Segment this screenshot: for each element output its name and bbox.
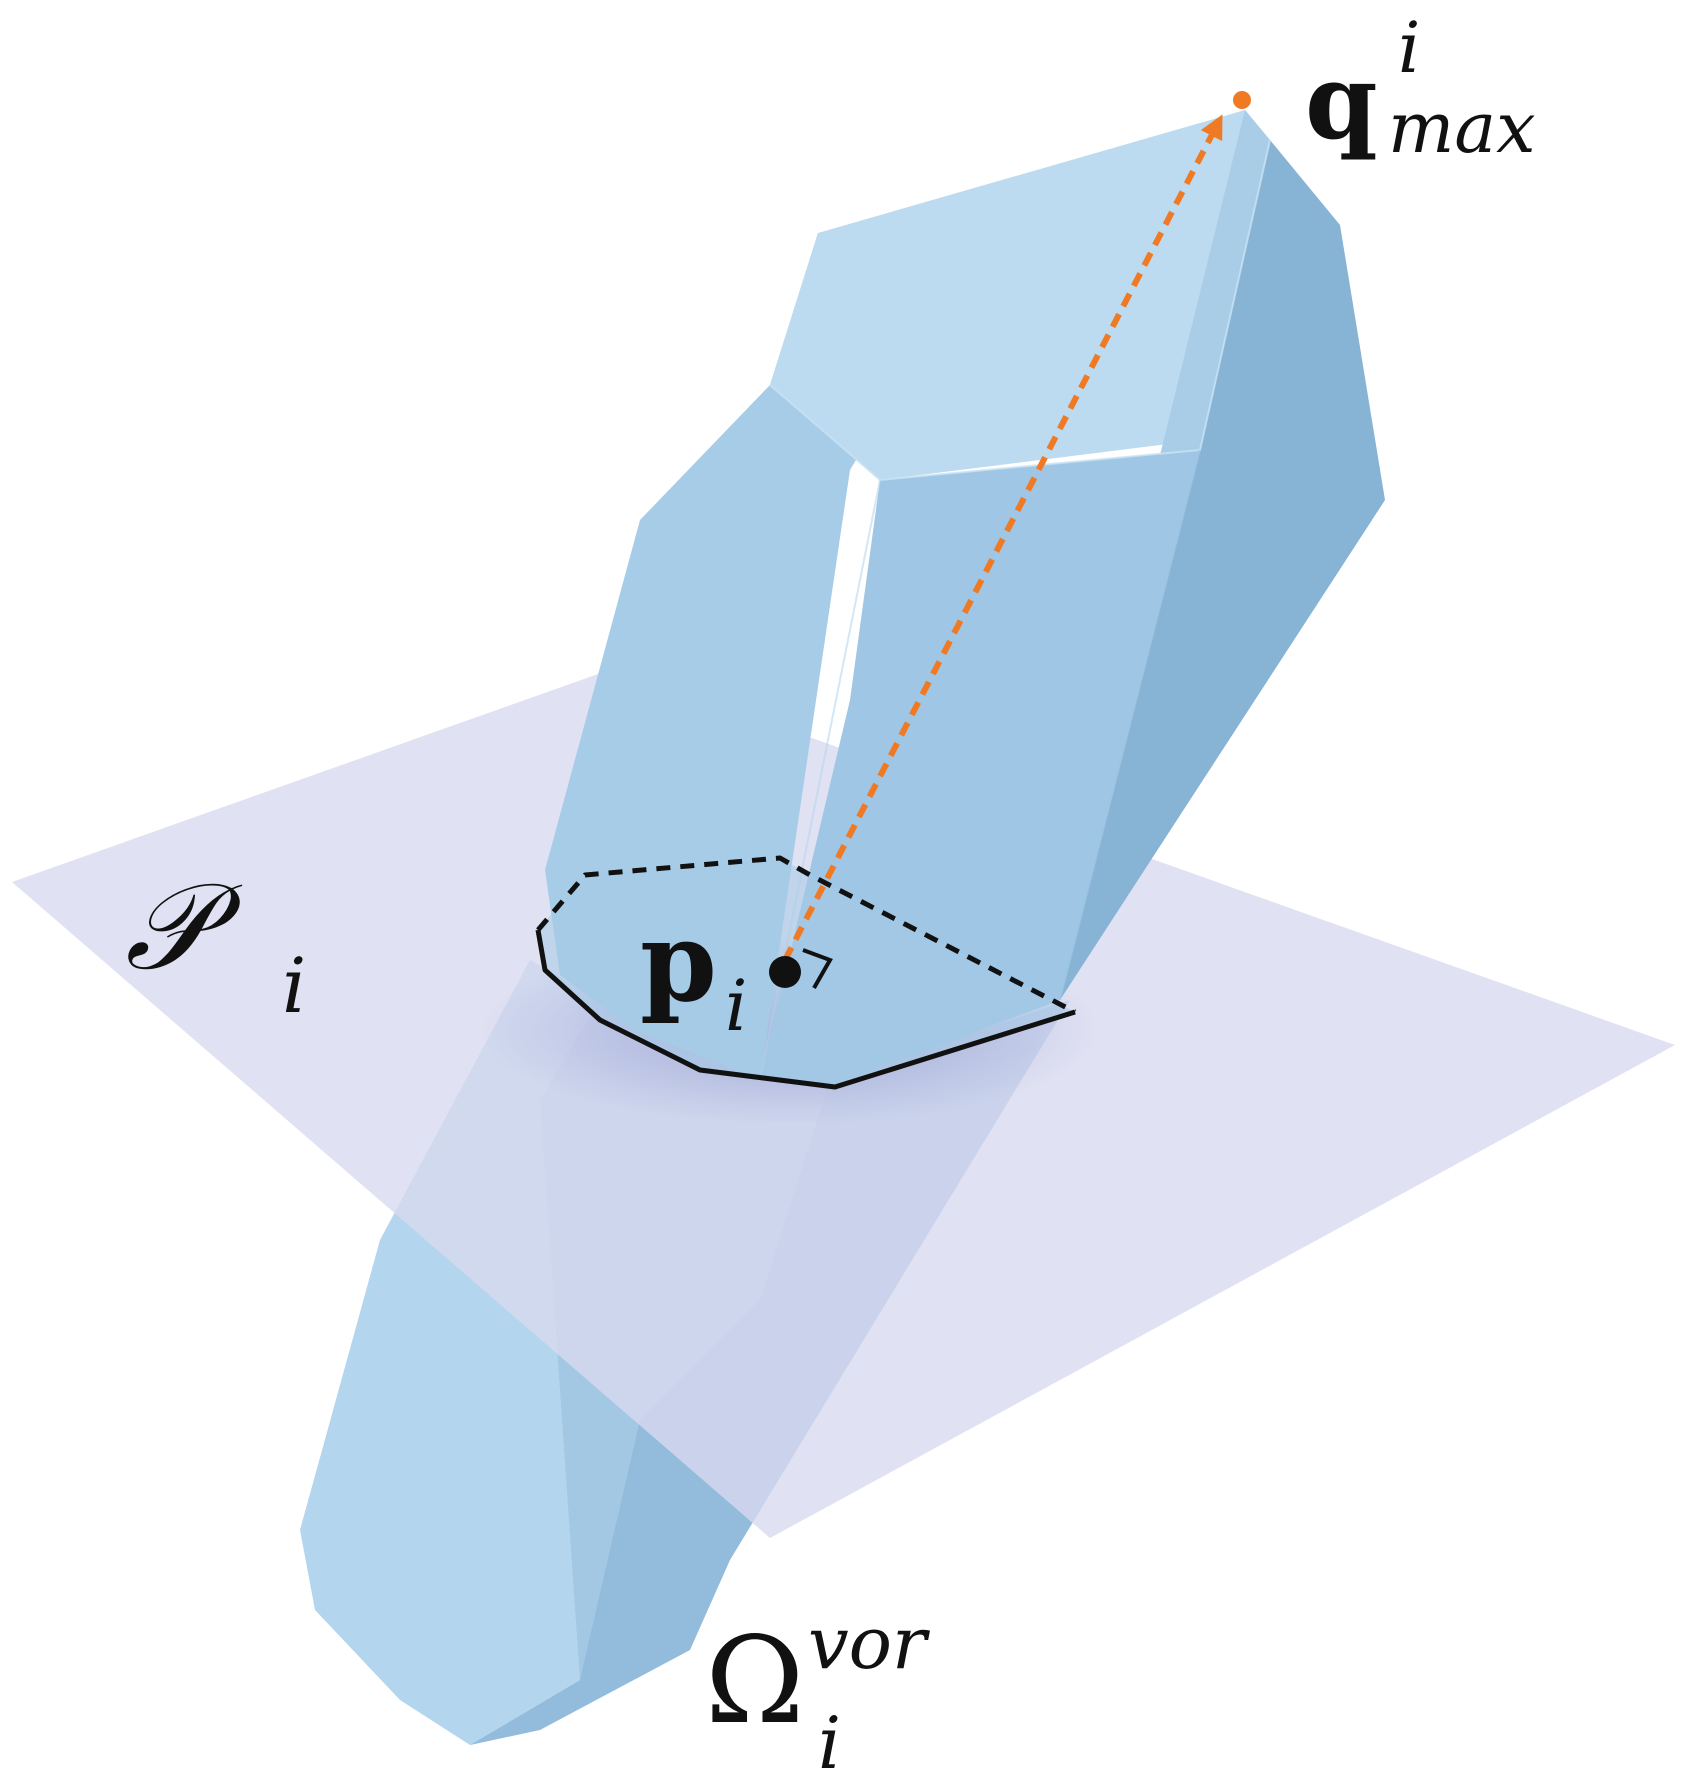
label-omega-subscript: i xyxy=(818,1701,841,1785)
label-plane-subscript: i xyxy=(282,941,306,1030)
label-q-max-subscript: max xyxy=(1388,87,1536,169)
label-omega-base: Ω xyxy=(705,1612,805,1751)
cross-section-dashed-edge xyxy=(536,855,1077,1015)
direction-arrow xyxy=(782,114,1223,962)
label-p-i-base: p xyxy=(640,897,717,1026)
label-q-max: q i max xyxy=(1305,7,1536,169)
prism-face-top-sliver xyxy=(1160,110,1270,455)
label-p-i-subscript: i xyxy=(725,965,747,1047)
cross-section-fill xyxy=(538,858,1075,1087)
prism-face-left xyxy=(545,233,880,1080)
label-q-max-base: q xyxy=(1305,40,1378,163)
cross-section xyxy=(535,855,1077,1090)
prism-edge-3 xyxy=(1059,449,1201,1001)
label-omega-superscript: vor xyxy=(808,1601,930,1685)
p-i-point xyxy=(769,956,801,988)
right-angle-mark xyxy=(802,948,833,989)
label-omega-vor: Ω vor i xyxy=(705,1601,932,1785)
label-q-max-superscript: i xyxy=(1398,7,1420,89)
prism-face-right xyxy=(1060,140,1385,1000)
prism-face-top xyxy=(770,110,1270,480)
q-max-point xyxy=(1233,91,1251,109)
label-p-i: p i xyxy=(640,897,747,1047)
cross-section-solid-edge xyxy=(535,929,1076,1090)
